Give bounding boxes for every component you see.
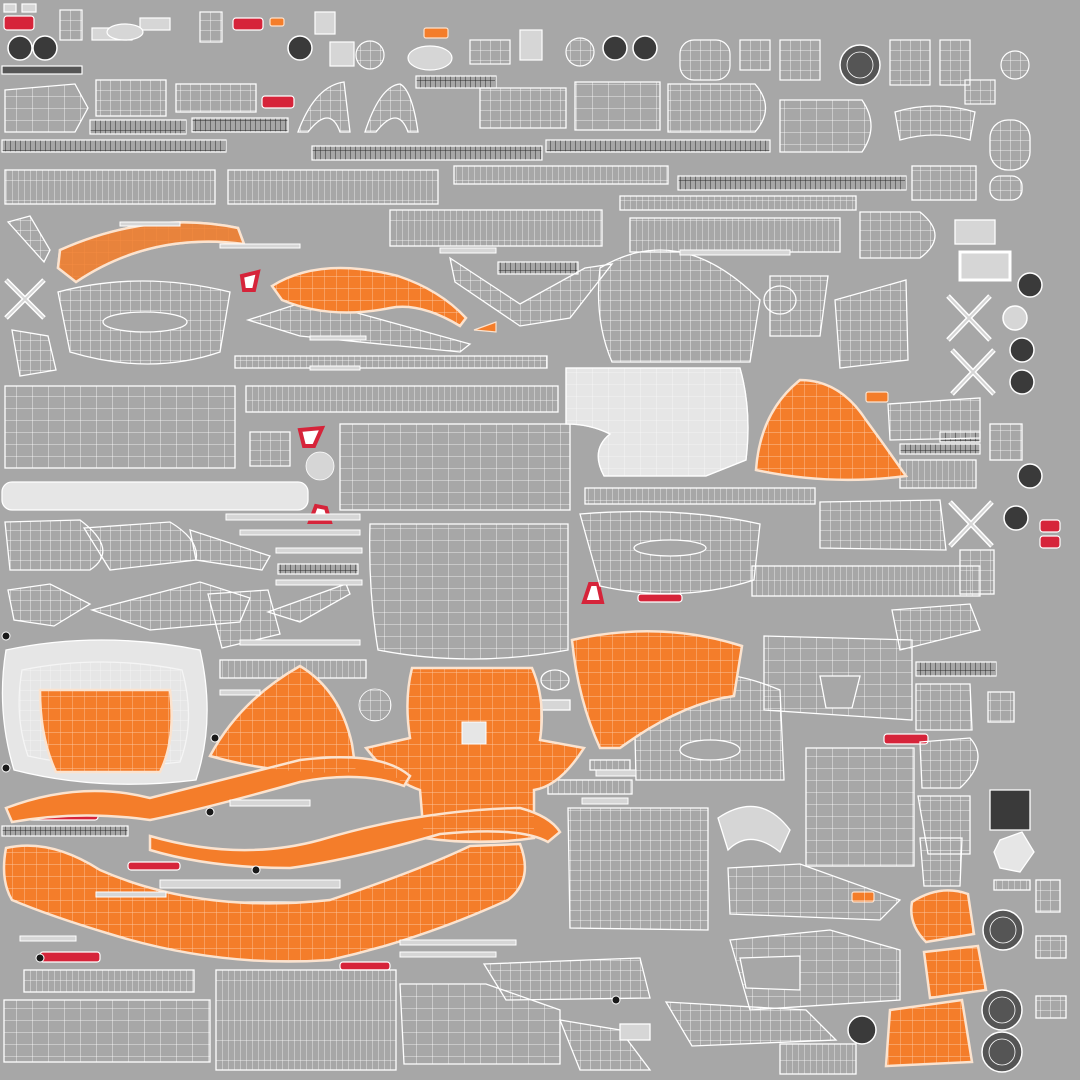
- lower-right-islands: [567, 737, 1067, 1075]
- mid-left-islands: [1, 256, 614, 649]
- hood-center-hole: [461, 721, 487, 745]
- wheel-islands: [7, 35, 1043, 1073]
- center-light-island: [369, 249, 1023, 781]
- top-red-accents: [3, 15, 1061, 549]
- screw-dots: [1, 631, 621, 1005]
- wheel-spokes: [305, 51, 1017, 1066]
- thin-line-islands: [19, 221, 791, 958]
- upper-islands: [4, 79, 1031, 282]
- top-row-islands: [3, 3, 1030, 105]
- orange-wire-overlay: [4, 268, 986, 1066]
- x-islands-inner: [5, 279, 995, 547]
